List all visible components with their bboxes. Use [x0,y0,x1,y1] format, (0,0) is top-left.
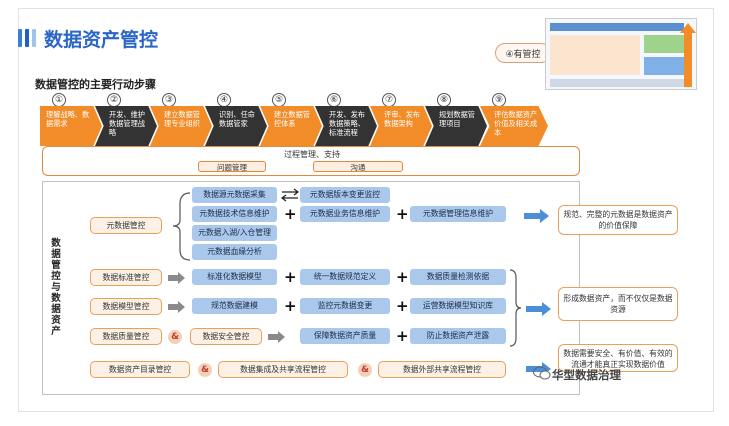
plus-icon: + [284,205,297,223]
gray-arrow-icon [168,272,185,284]
step-number: ⑨ [492,93,506,107]
step-chevron: 理解战略、数据需求 [40,106,102,146]
model-knowledge-box: 运营数据模型知识库 [410,298,506,314]
value-result-box: 数据需要安全、有价值、有效的流通才能真正实现数据价值 [558,344,678,372]
metadata-tech-box: 元数据技术信息维护 [192,206,277,222]
standard-model-box: 标准化数据模型 [192,269,277,285]
step-chevron: 规划数据管理项目 [425,106,487,146]
metadata-bracket [172,192,191,261]
step-number: ③ [162,93,176,107]
step-number: ① [52,93,66,107]
step-chevron: 识别、任命数据管家 [205,106,267,146]
model-control-label: 数据模型管控 [90,298,162,315]
plus-icon: + [284,268,297,286]
leak-prevention-box: 防止数据资产泄露 [410,328,506,344]
bidirectional-arrow-icon [281,188,299,202]
step-chevron: 开发、维护数据管理战略 [95,106,157,146]
step-number: ⑦ [382,93,396,107]
integration-control-label: 数据集成及共享流程管控 [218,361,348,378]
step-chevron: 建立数据管控体系 [260,106,322,146]
step-number: ④ [217,93,231,107]
external-share-label: 数据外部共享流程管控 [378,361,506,378]
standard-definition-box: 统一数据规范定义 [300,269,390,285]
plus-icon: + [396,268,409,286]
plus-icon: + [396,205,409,223]
watermark-text: 华型数据治理 [552,368,621,382]
gray-arrow-icon [168,301,185,313]
communication-pill: 沟通 [313,161,403,172]
ampersand-icon: & [358,363,372,377]
asset-result-box: 形成数据资产，而不仅仅是数据资源 [558,287,678,321]
quality-assurance-box: 保障数据资产质量 [300,328,390,344]
issue-management-pill: 问题管理 [198,161,266,172]
metadata-version-box: 元数据版本变更监控 [300,187,390,203]
step-chevron: 开发、发布数据策略、标准流程 [315,106,377,146]
right-bracket [509,269,522,347]
wechat-icon [533,366,551,380]
step-chevron: 评审、发布数据架构 [370,106,432,146]
gray-arrow-icon [268,331,285,343]
plus-icon: + [284,297,297,315]
process-support-label: 过程管理、支持 [284,150,340,159]
overview-thumbnail [545,18,697,90]
right-arrow-icon [526,302,551,316]
catalog-control-label: 数据资产目录管控 [90,361,190,378]
step-number: ⑧ [437,93,451,107]
ampersand-icon: & [168,330,182,344]
managed-badge: ④有管控 [495,43,551,63]
metadata-ingest-box: 元数据入湖/入仓管理 [192,225,277,241]
ampersand-icon: & [198,363,212,377]
process-support-box: 过程管理、支持 问题管理 沟通 [42,146,580,176]
step-number: ⑤ [272,93,286,107]
metadata-collect-box: 数据源元数据采集 [192,187,277,203]
vertical-side-title: 数据管控与数据资产 [51,238,61,337]
thumbnail-image [550,23,696,87]
page-title: 数据资产管控 [44,29,159,51]
metadata-lineage-box: 元数据血缘分析 [192,244,277,260]
security-control-label: 数据安全管控 [190,328,262,345]
step-number: ⑥ [327,93,341,107]
plus-icon: + [396,297,409,315]
standard-control-label: 数据标准管控 [90,269,162,286]
step-number: ② [107,93,121,107]
metadata-management-box: 元数据管理信息维护 [410,206,506,222]
metadata-change-box: 监控元数据变更 [300,298,390,314]
step-chevron: 建立数据管理专业组织 [150,106,212,146]
title-bars-icon [18,29,39,51]
right-arrow-icon [524,209,549,223]
metadata-result-box: 规范、完整的元数据是数据资产的价值保障 [558,205,678,235]
section-subtitle: 数据管控的主要行动步骤 [35,78,156,91]
step-chevron: 评估数据资产价值及相关成本 [480,106,548,146]
plus-icon: + [396,327,409,345]
metadata-business-box: 元数据业务信息维护 [300,206,390,222]
quality-check-box: 数据质量检测依据 [410,269,506,285]
metadata-control-label: 元数据管控 [90,217,162,234]
quality-control-label: 数据质量管控 [90,328,162,345]
model-build-box: 规范数据建模 [192,298,277,314]
